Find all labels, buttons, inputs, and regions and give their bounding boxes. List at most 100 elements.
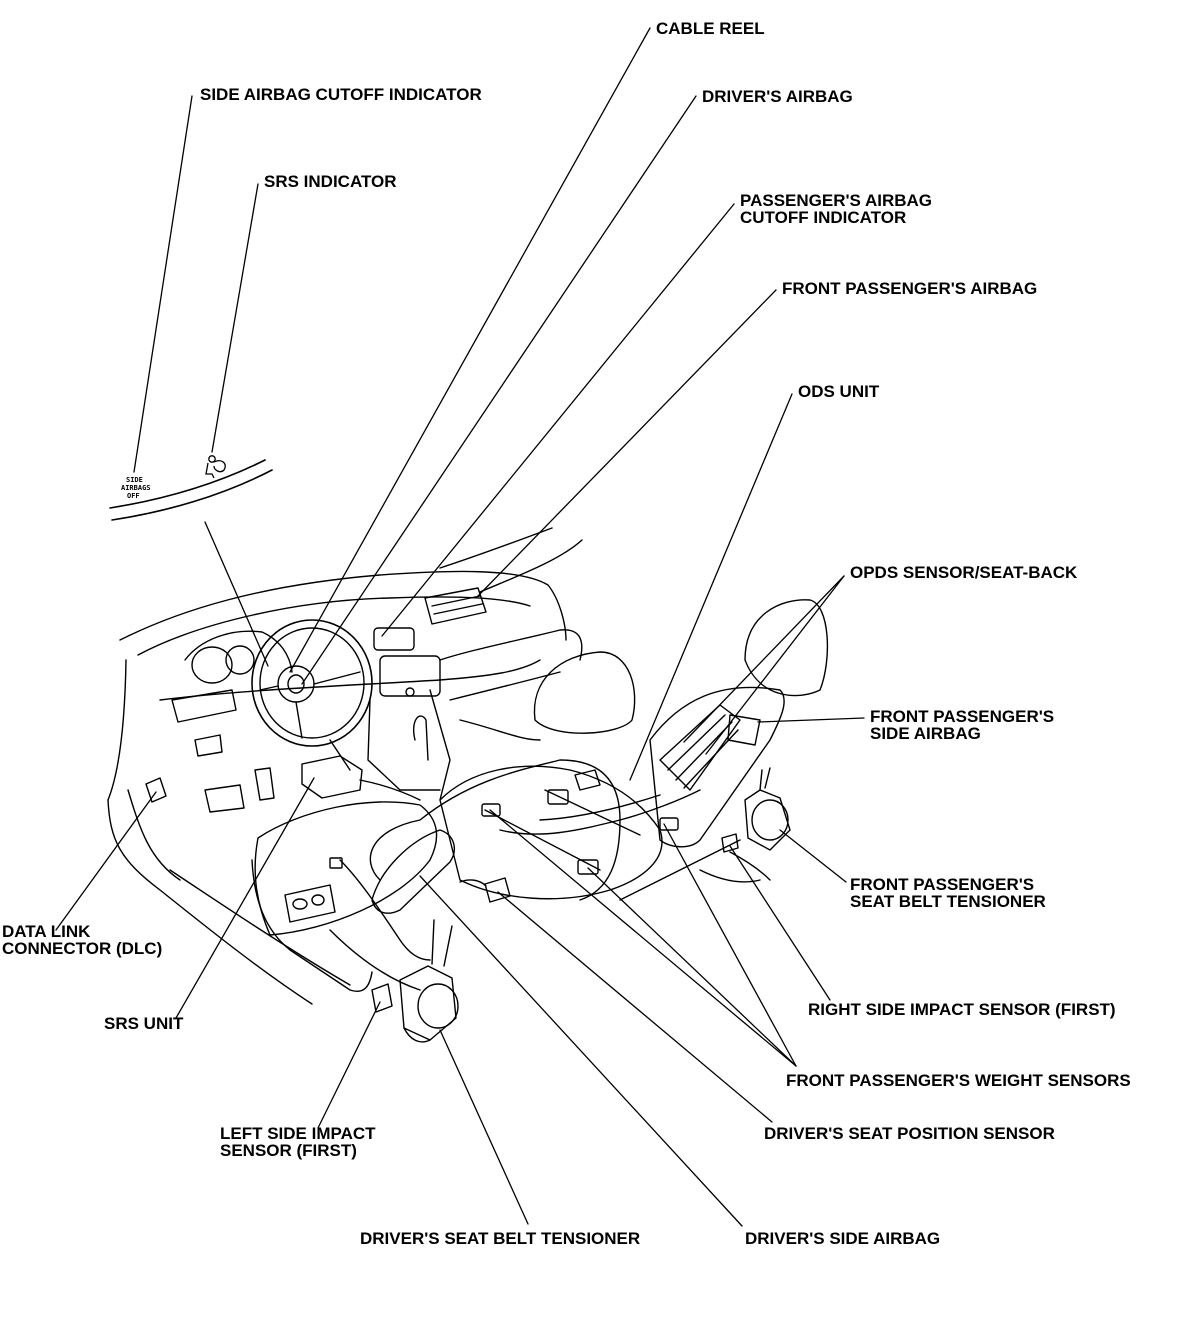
left-sill-inner: [128, 790, 180, 880]
driver-seat-switch-2: [312, 895, 324, 905]
driver-seat-back: [370, 760, 620, 900]
driver-seat-switches: [285, 885, 335, 922]
passenger-side-airbag: [728, 715, 760, 745]
center-stack-panel: [380, 656, 440, 696]
passenger-headrest-left: [534, 652, 634, 733]
driver-tensioner-reel: [418, 984, 458, 1028]
driver-seat-connector: [330, 858, 342, 868]
label-passengers-airbag-cutoff-line2: CUTOFF INDICATOR: [740, 208, 907, 227]
steering-column: [330, 740, 350, 770]
leader-opds-sensor-b: [706, 576, 844, 754]
leader-drivers-side-airbag: [420, 876, 742, 1226]
dashboard-face: [108, 660, 126, 800]
label-drivers-airbag: DRIVER'S AIRBAG: [702, 87, 853, 106]
leader-opds-sensor-a: [684, 576, 844, 742]
windshield-edge-2: [480, 540, 582, 592]
passenger-airbag-module: [425, 588, 486, 624]
center-knob: [406, 688, 414, 696]
leader-drivers-airbag: [302, 96, 696, 684]
center-console-2: [430, 690, 450, 800]
label-dlc-line1: DATA LINK: [2, 922, 91, 941]
leader-lines: [56, 28, 864, 1226]
passenger-seat-rail-front: [485, 810, 600, 870]
weight-sensor-2: [578, 860, 598, 874]
indicator-text-off: OFF: [127, 492, 140, 500]
driver-seat-position-sensor: [485, 878, 510, 902]
label-front-passengers-airbag: FRONT PASSENGER'S AIRBAG: [782, 279, 1038, 298]
harness-wires-2: [540, 795, 660, 820]
gauge-right: [226, 646, 254, 674]
label-srs-unit: SRS UNIT: [104, 1014, 184, 1033]
label-drivers-side-airbag: DRIVER'S SIDE AIRBAG: [745, 1229, 941, 1248]
label-front-passengers-tensioner-line1: FRONT PASSENGER'S: [850, 875, 1035, 894]
leader-side-airbag-cutoff: [134, 96, 192, 472]
steering-hub-center: [288, 675, 304, 693]
indicator-text-airbags: AIRBAGS: [121, 484, 151, 492]
windshield-edge: [440, 528, 552, 568]
leader-weight-sensor-c: [664, 824, 796, 1066]
leader-cluster-pointer: [205, 522, 268, 666]
leader-drivers-seat-position: [498, 892, 772, 1122]
label-front-passengers-weight-sensors: FRONT PASSENGER'S WEIGHT SENSORS: [786, 1071, 1131, 1090]
leader-front-passenger-tensioner: [780, 830, 846, 882]
right-sill: [700, 870, 760, 882]
label-left-impact-line2: SENSOR (FIRST): [220, 1141, 357, 1160]
pedal-2: [255, 768, 274, 800]
dashboard-lower-line: [160, 660, 540, 700]
left-vents: [172, 690, 236, 722]
gauge-left: [192, 647, 232, 683]
driver-tensioner-body: [400, 966, 456, 1040]
steering-spoke-left: [260, 686, 278, 690]
label-left-side-impact-sensor: LEFT SIDE IMPACT SENSOR (FIRST): [220, 1125, 376, 1159]
driver-seat-base-curve: [330, 930, 420, 990]
weight-sensor-4: [660, 818, 678, 830]
driver-side-airbag-module: [372, 830, 454, 913]
dashboard-top-outline: [120, 571, 566, 640]
left-sill-outer: [108, 800, 312, 1004]
driver-tensioner-wire: [404, 1028, 430, 1042]
harness-wires: [500, 790, 700, 834]
gear-lever: [414, 716, 428, 760]
indicator-text-side: SIDE: [126, 476, 143, 484]
leader-drivers-tensioner: [440, 1030, 528, 1224]
label-srs-indicator: SRS INDICATOR: [264, 172, 397, 191]
label-passengers-airbag-cutoff-line1: PASSENGER'S AIRBAG: [740, 191, 933, 210]
leader-right-impact-sensor: [730, 846, 830, 1000]
passenger-footwell: [460, 720, 540, 740]
label-cable-reel: CABLE REEL: [656, 19, 765, 38]
opds-sensor-mat: [660, 705, 740, 790]
label-right-side-impact-sensor: RIGHT SIDE IMPACT SENSOR (FIRST): [808, 1000, 1116, 1019]
steering-wheel-rim-inner: [260, 628, 364, 738]
weight-sensor-3: [548, 790, 568, 804]
passenger-headrest-right: [745, 600, 827, 696]
passenger-seat-cushion: [440, 766, 662, 898]
label-opds-sensor-seat-back: OPDS SENSOR/SEAT-BACK: [850, 563, 1078, 582]
driver-seat-side-panel: [252, 860, 372, 991]
srs-unit-wire: [360, 780, 420, 800]
dlc-connector: [146, 778, 166, 802]
center-console: [368, 700, 440, 790]
label-dlc-line2: CONNECTOR (DLC): [2, 939, 163, 958]
label-front-passengers-seat-belt-tensioner: FRONT PASSENGER'S SEAT BELT TENSIONER: [850, 876, 1046, 910]
vehicle-interior-drawing: [108, 460, 827, 1042]
leader-weight-sensor-a: [490, 810, 796, 1066]
right-floor-line: [620, 840, 740, 900]
driver-seat-harness: [340, 860, 430, 960]
passenger-tensioner-wire: [730, 852, 770, 880]
steering-spoke-right: [314, 672, 360, 684]
label-side-airbag-cutoff-indicator: SIDE AIRBAG CUTOFF INDICATOR: [200, 85, 482, 104]
leader-cable-reel: [290, 28, 650, 672]
label-ods-unit: ODS UNIT: [798, 382, 880, 401]
passenger-airbag-module-ridges: [432, 596, 482, 614]
dashboard-upper-line: [138, 597, 530, 655]
cluster-hood: [185, 631, 292, 672]
leader-srs-unit: [176, 778, 314, 1018]
passenger-seatback: [650, 687, 784, 846]
leader-front-passenger-side-airbag: [758, 718, 864, 722]
left-floor-line: [170, 870, 350, 985]
label-passengers-airbag-cutoff-indicator: PASSENGER'S AIRBAG CUTOFF INDICATOR: [740, 192, 932, 226]
left-impact-sensor: [372, 984, 392, 1012]
driver-seat-position-wire: [460, 880, 486, 886]
label-left-impact-line1: LEFT SIDE IMPACT: [220, 1124, 376, 1143]
